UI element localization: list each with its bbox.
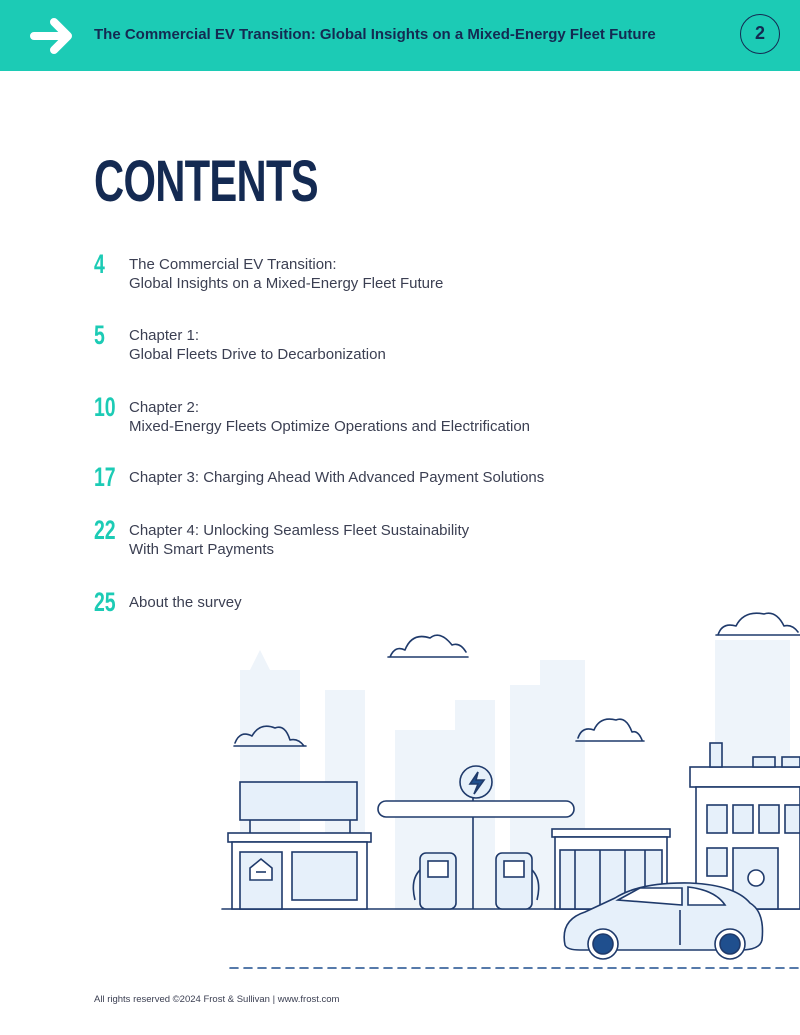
document-title: The Commercial EV Transition: Global Ins…	[94, 26, 656, 43]
toc-page-number: 17	[94, 462, 116, 492]
toc-entry-text: Chapter 3: Charging Ahead With Advanced …	[129, 468, 544, 487]
toc-entry-text: Chapter 4: Unlocking Seamless Fleet Sust…	[129, 521, 469, 559]
ev-charging-illustration	[221, 612, 800, 969]
toc-entry-text: Chapter 1: Global Fleets Drive to Decarb…	[129, 326, 386, 364]
contents-heading: CONTENTS	[94, 149, 319, 214]
toc-entry-line: With Smart Payments	[129, 541, 275, 558]
page-number-badge: 2	[740, 14, 780, 54]
toc-page-number: 22	[94, 515, 116, 545]
toc-page-number: 4	[94, 249, 105, 279]
toc-entry-line: Mixed-Energy Fleets Optimize Operations …	[129, 418, 531, 435]
toc-entry-line: Chapter 2:	[129, 399, 200, 416]
toc-page-number: 5	[94, 320, 105, 350]
arrow-right-icon[interactable]	[30, 17, 78, 55]
toc-entry-line: Chapter 3: Charging Ahead With Advanced …	[129, 469, 545, 486]
toc-entry-line: The Commercial EV Transition:	[129, 256, 337, 273]
toc-entry-line: Chapter 1:	[129, 327, 200, 344]
footer-copyright: All rights reserved ©2024 Frost & Sulliv…	[94, 994, 340, 1005]
toc-entry-text: The Commercial EV Transition: Global Ins…	[129, 255, 443, 293]
lightning-bolt-icon	[468, 771, 486, 795]
toc-entry-line: Chapter 4: Unlocking Seamless Fleet Sust…	[129, 522, 470, 539]
toc-entry-text: About the survey	[129, 593, 242, 612]
toc-entry-line: Global Insights on a Mixed-Energy Fleet …	[129, 275, 444, 292]
header-bar: The Commercial EV Transition: Global Ins…	[0, 0, 800, 71]
toc-page-number: 25	[94, 587, 116, 617]
toc-page-number: 10	[94, 392, 116, 422]
toc-entry-text: Chapter 2: Mixed-Energy Fleets Optimize …	[129, 398, 530, 436]
toc-entry-line: About the survey	[129, 594, 242, 611]
toc-entry-line: Global Fleets Drive to Decarbonization	[129, 346, 386, 363]
